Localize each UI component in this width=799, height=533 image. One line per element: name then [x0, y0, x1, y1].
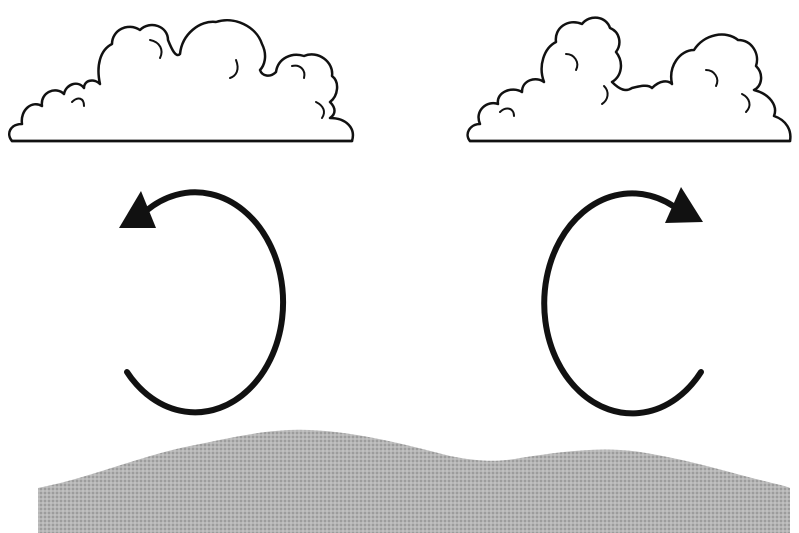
- cloud-right: [468, 18, 791, 141]
- circulation-arrow-left: [119, 191, 283, 412]
- cloud-left: [9, 20, 353, 141]
- circulation-arrow-right: [544, 187, 703, 413]
- ground-terrain: [38, 430, 790, 533]
